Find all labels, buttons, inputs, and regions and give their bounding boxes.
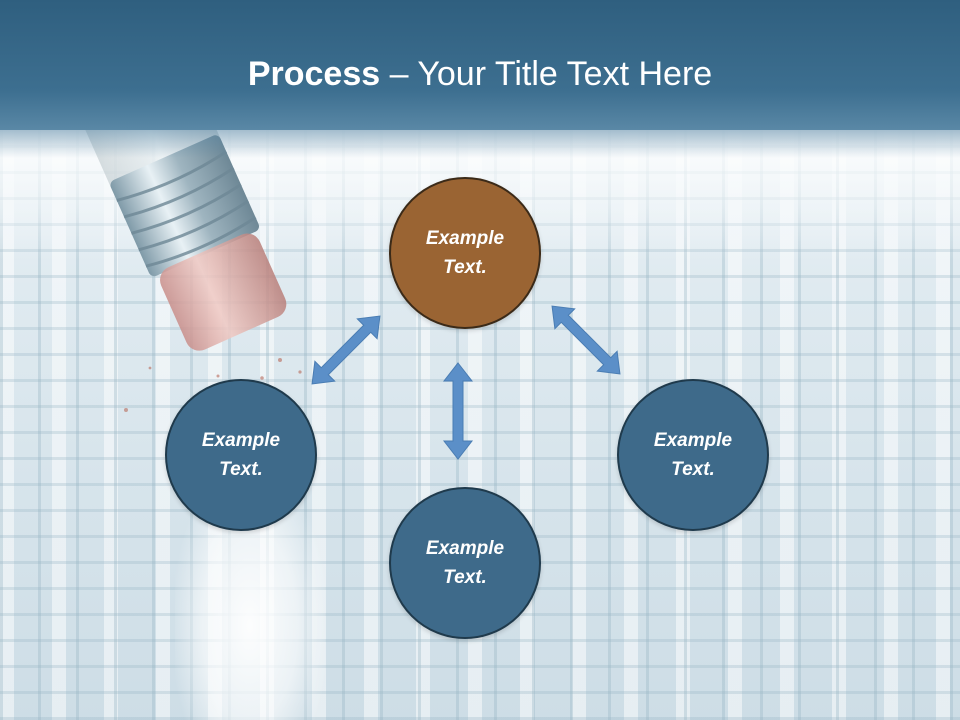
node-top-line2: Text.: [443, 257, 487, 278]
double-arrow-icon: [311, 315, 381, 385]
slide-title: Process – Your Title Text Here: [0, 52, 960, 96]
double-arrow-icon: [551, 305, 621, 375]
node-bottom-line2: Text.: [443, 567, 487, 588]
title-bar: Process – Your Title Text Here: [0, 0, 960, 158]
title-rest: – Your Title Text Here: [380, 55, 713, 93]
node-left-line1: Example: [201, 430, 281, 451]
double-arrow-icon: [442, 362, 474, 460]
node-right-line2: Text.: [671, 459, 715, 480]
node-right-line1: Example: [653, 430, 733, 451]
node-left-line2: Text.: [219, 459, 263, 480]
title-bold: Process: [247, 55, 381, 93]
node-bottom-line1: Example: [425, 538, 505, 559]
node-top-line1: Example: [425, 228, 505, 249]
